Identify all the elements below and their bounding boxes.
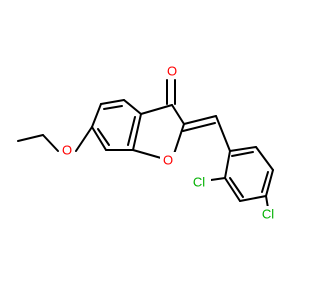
bond-oether-ch2 <box>42 134 59 152</box>
bond-c3a-c4 <box>123 99 142 115</box>
chlorine-ortho-bg <box>187 174 211 190</box>
bond-ar4-ar5 <box>265 169 274 197</box>
chlorine-ortho-label: Cl <box>193 175 205 190</box>
bond-ar4-ar5-inner <box>261 171 269 193</box>
bond-ch-aryl <box>215 115 231 152</box>
ring-oxygen-label: O <box>163 153 173 168</box>
carbonyl-oxygen-label: O <box>167 64 177 79</box>
ring-oxygen: O <box>160 152 176 168</box>
bond-c4-c5 <box>100 99 125 105</box>
bond-o1-c7a <box>132 149 162 159</box>
bond-ar6-ar1 <box>229 146 257 152</box>
chlorine-para-bg <box>256 206 280 222</box>
bond-c2-ch <box>183 115 217 125</box>
bond-ar2-cl <box>210 177 226 181</box>
bond-ar3-ar4 <box>239 195 267 202</box>
bond-ar2-ar3 <box>224 177 241 202</box>
bond-ar6-ar1-inner <box>231 151 254 157</box>
bond-c6-c7 <box>91 126 107 151</box>
bond-ch2-ch3 <box>17 134 44 142</box>
ring-oxygen-bg <box>160 152 176 168</box>
chlorine-para: Cl <box>256 206 280 222</box>
bond-c6-oether <box>75 126 93 152</box>
bond-ar5-ar6 <box>255 146 274 171</box>
molecule-structure-diagram: O O O Cl Cl <box>17 63 280 222</box>
bond-c6-c7-inner <box>97 128 110 146</box>
bond-ar1-ar2 <box>224 150 231 179</box>
ether-oxygen: O <box>59 142 75 158</box>
bond-c3-c2 <box>171 104 185 125</box>
carbonyl-oxygen-bg <box>164 63 180 79</box>
bond-c5-c5-inner <box>103 105 123 110</box>
bond-c7a-c3a-inner <box>127 116 136 146</box>
bond-lines <box>17 79 274 209</box>
bond-c7a-c3a <box>132 113 142 151</box>
chlorine-ortho: Cl <box>187 174 211 190</box>
ether-oxygen-label: O <box>62 143 72 158</box>
atom-labels: O O O Cl Cl <box>59 63 280 222</box>
ether-oxygen-bg <box>59 142 75 158</box>
bond-c5-c6 <box>91 103 102 128</box>
bond-ar2-ar3-inner <box>229 177 244 198</box>
carbonyl-oxygen: O <box>164 63 180 79</box>
chlorine-para-label: Cl <box>262 207 274 222</box>
bond-c2-ch-inner <box>182 122 216 132</box>
bond-c3a-c3 <box>140 104 173 115</box>
